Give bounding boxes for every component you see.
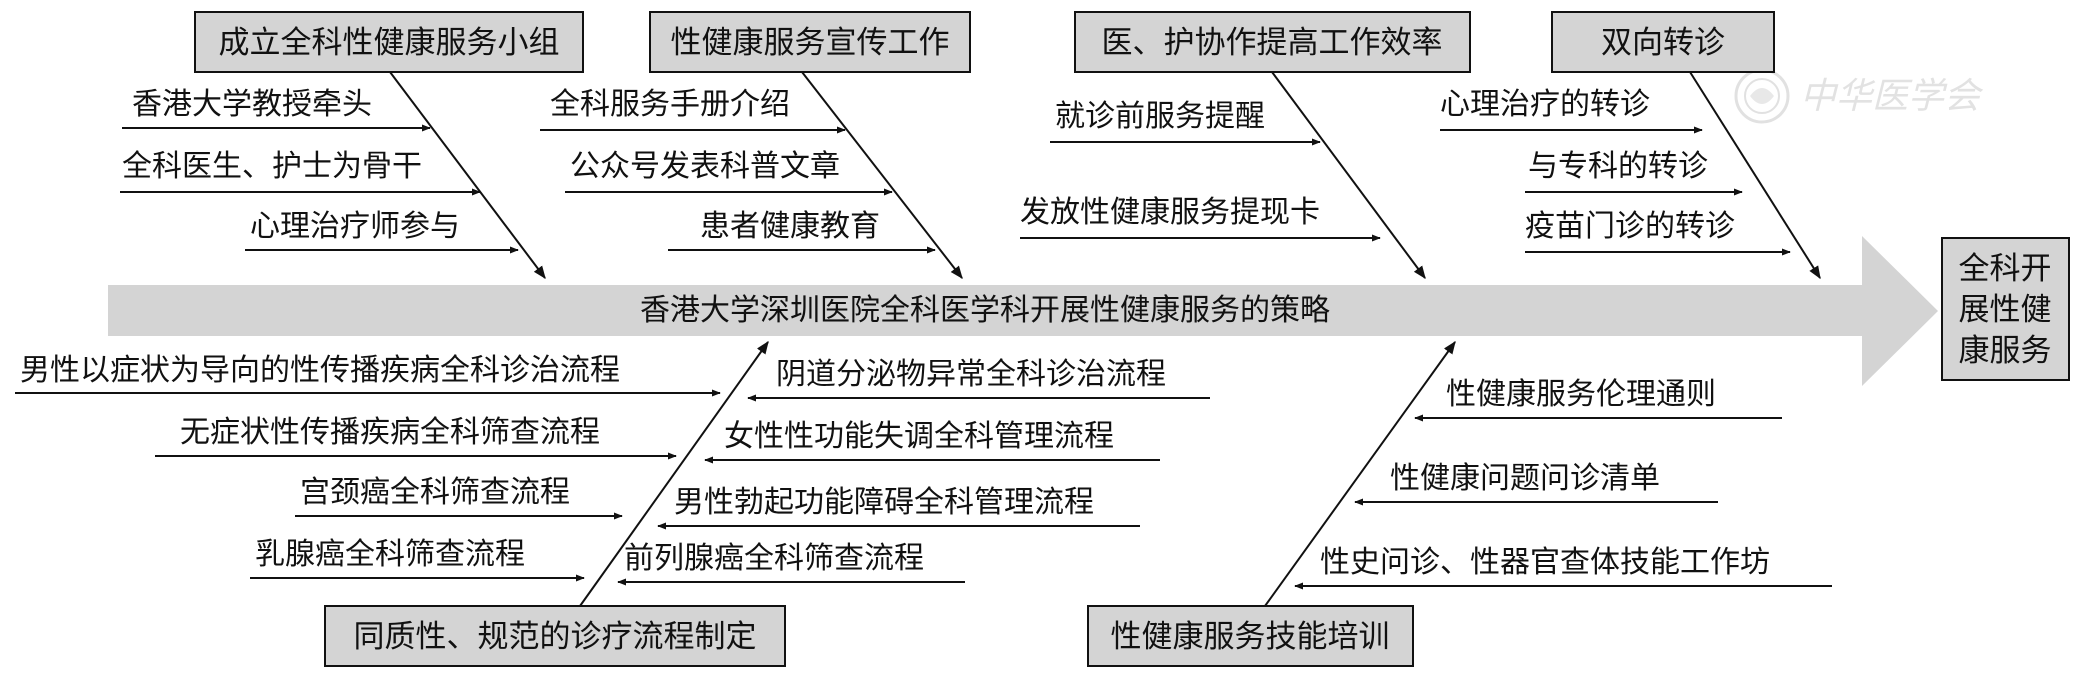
cause-label: 患者健康教育 <box>700 209 880 244</box>
cause-label: 乳腺癌全科筛查流程 <box>255 537 525 572</box>
spine-arrow <box>108 236 1938 386</box>
bone-collaboration <box>1271 71 1426 280</box>
cause-label: 香港大学教授牵头 <box>132 87 372 122</box>
spine-label: 香港大学深圳医院全科医学科开展性健康服务的策略 <box>640 293 1330 328</box>
head-line-3: 康服务 <box>1959 333 2052 369</box>
category-title-training: 性健康服务技能培训 <box>1111 619 1390 655</box>
cause-label: 全科医生、护士为骨干 <box>122 149 422 184</box>
bone-procedures <box>579 340 769 607</box>
cause-label: 性健康服务伦理通则 <box>1446 377 1716 412</box>
category-title-referral: 双向转诊 <box>1601 25 1725 61</box>
category-box-training <box>1087 605 1414 667</box>
bone-publicity <box>801 71 963 280</box>
cause-label: 疫苗门诊的转诊 <box>1525 209 1735 244</box>
cause-label: 性健康问题问诊清单 <box>1390 461 1660 496</box>
bone-team <box>389 71 546 280</box>
head-line-2: 展性健 <box>1959 292 2052 328</box>
category-box-publicity <box>649 11 971 73</box>
cause-label: 心理治疗师参与 <box>250 209 460 244</box>
cause-label: 前列腺癌全科筛查流程 <box>624 541 924 576</box>
cause-label: 就诊前服务提醒 <box>1055 99 1265 134</box>
cause-label: 男性勃起功能障碍全科管理流程 <box>674 485 1094 520</box>
category-title-procedures: 同质性、规范的诊疗流程制定 <box>354 619 757 655</box>
head-box <box>1941 237 2070 381</box>
watermark-text: 中华医学会 <box>1800 76 1984 117</box>
category-box-team <box>194 11 584 73</box>
bone-training <box>1264 340 1456 607</box>
category-title-publicity: 性健康服务宣传工作 <box>671 25 950 61</box>
category-title-team: 成立全科性健康服务小组 <box>219 25 560 61</box>
cause-label: 无症状性传播疾病全科筛查流程 <box>180 415 600 450</box>
category-box-collaboration <box>1074 11 1471 73</box>
cause-label: 男性以症状为导向的性传播疾病全科诊治流程 <box>20 353 620 388</box>
cause-label: 心理治疗的转诊 <box>1440 87 1650 122</box>
cause-label: 与专科的转诊 <box>1528 149 1708 184</box>
cause-label: 全科服务手册介绍 <box>550 87 790 122</box>
cause-label: 性史问诊、性器官查体技能工作坊 <box>1320 545 1770 580</box>
cause-label: 公众号发表科普文章 <box>570 149 840 184</box>
category-box-referral <box>1551 11 1775 73</box>
watermark-seal-icon <box>1734 68 1790 124</box>
category-box-procedures <box>324 605 786 667</box>
head-line-1: 全科开 <box>1959 251 2052 287</box>
bone-referral <box>1689 71 1821 280</box>
cause-label: 女性性功能失调全科管理流程 <box>724 419 1114 454</box>
cause-label: 阴道分泌物异常全科诊治流程 <box>776 357 1166 392</box>
cause-label: 发放性健康服务提现卡 <box>1020 195 1320 230</box>
cause-label: 宫颈癌全科筛查流程 <box>300 475 570 510</box>
category-title-collaboration: 医、护协作提高工作效率 <box>1102 25 1443 61</box>
